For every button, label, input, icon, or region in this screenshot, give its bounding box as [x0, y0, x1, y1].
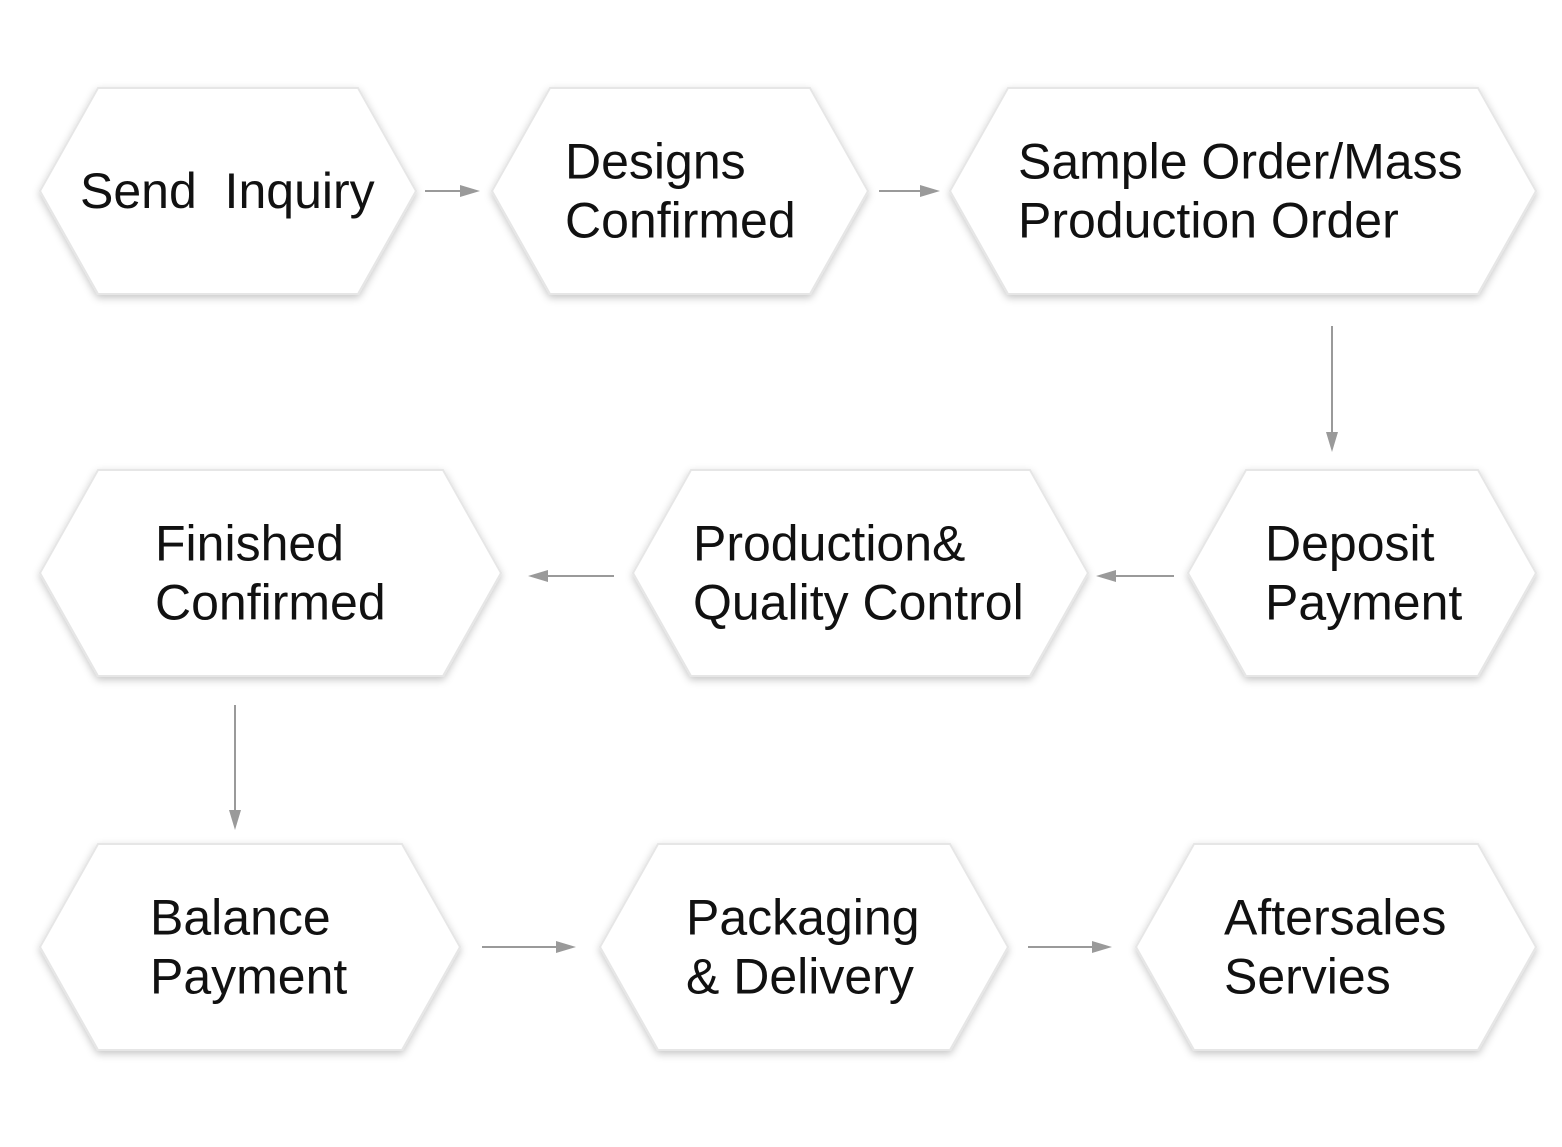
step-label: Production& — [693, 516, 965, 572]
step-hexagon — [38, 843, 462, 1051]
arrow-head-icon — [920, 185, 940, 197]
step-label: Confirmed — [565, 193, 796, 249]
arrow-balance-payment-to-packaging-delivery — [482, 941, 576, 953]
step-label: Finished — [155, 516, 344, 572]
arrow-head-icon — [460, 185, 480, 197]
step-hexagon — [948, 87, 1538, 295]
step-label: Quality Control — [693, 575, 1024, 631]
arrow-head-icon — [528, 570, 548, 582]
arrow-finished-confirmed-to-balance-payment — [229, 705, 241, 830]
step-packaging-delivery: Packaging& Delivery — [598, 843, 1010, 1051]
step-send-inquiry: Send Inquiry — [38, 87, 418, 295]
step-label: Servies — [1224, 949, 1391, 1005]
step-label: & Delivery — [686, 949, 914, 1005]
arrow-sample-order-to-deposit-payment — [1326, 326, 1338, 452]
step-hexagon — [38, 87, 418, 295]
step-production-quality-control: Production&Quality Control — [631, 469, 1090, 677]
step-label: Confirmed — [155, 575, 386, 631]
step-label: Production Order — [1018, 193, 1399, 249]
step-hexagon — [1186, 469, 1538, 677]
step-label: Aftersales — [1224, 890, 1446, 946]
step-label: Sample Order/Mass — [1018, 134, 1463, 190]
step-label: Packaging — [686, 890, 920, 946]
step-label: Deposit — [1265, 516, 1435, 572]
arrow-send-inquiry-to-designs-confirmed — [425, 185, 480, 197]
step-hexagon — [1134, 843, 1538, 1051]
step-label: Payment — [1265, 575, 1462, 631]
arrow-production-quality-control-to-finished-confirmed — [528, 570, 614, 582]
step-hexagon — [598, 843, 1010, 1051]
step-hexagon — [631, 469, 1090, 677]
arrow-head-icon — [1096, 570, 1116, 582]
arrow-head-icon — [1326, 432, 1338, 452]
step-label: Send Inquiry — [80, 163, 375, 219]
step-hexagon — [38, 469, 503, 677]
arrow-deposit-payment-to-production-quality-control — [1096, 570, 1174, 582]
step-label: Designs — [565, 134, 746, 190]
connector-arrows — [229, 185, 1338, 953]
step-label: Balance — [150, 890, 331, 946]
step-hexagon — [490, 87, 870, 295]
arrow-packaging-delivery-to-aftersales-servies — [1028, 941, 1112, 953]
arrow-head-icon — [229, 810, 241, 830]
step-label: Payment — [150, 949, 347, 1005]
arrow-head-icon — [556, 941, 576, 953]
arrow-designs-confirmed-to-sample-order — [879, 185, 940, 197]
arrow-head-icon — [1092, 941, 1112, 953]
